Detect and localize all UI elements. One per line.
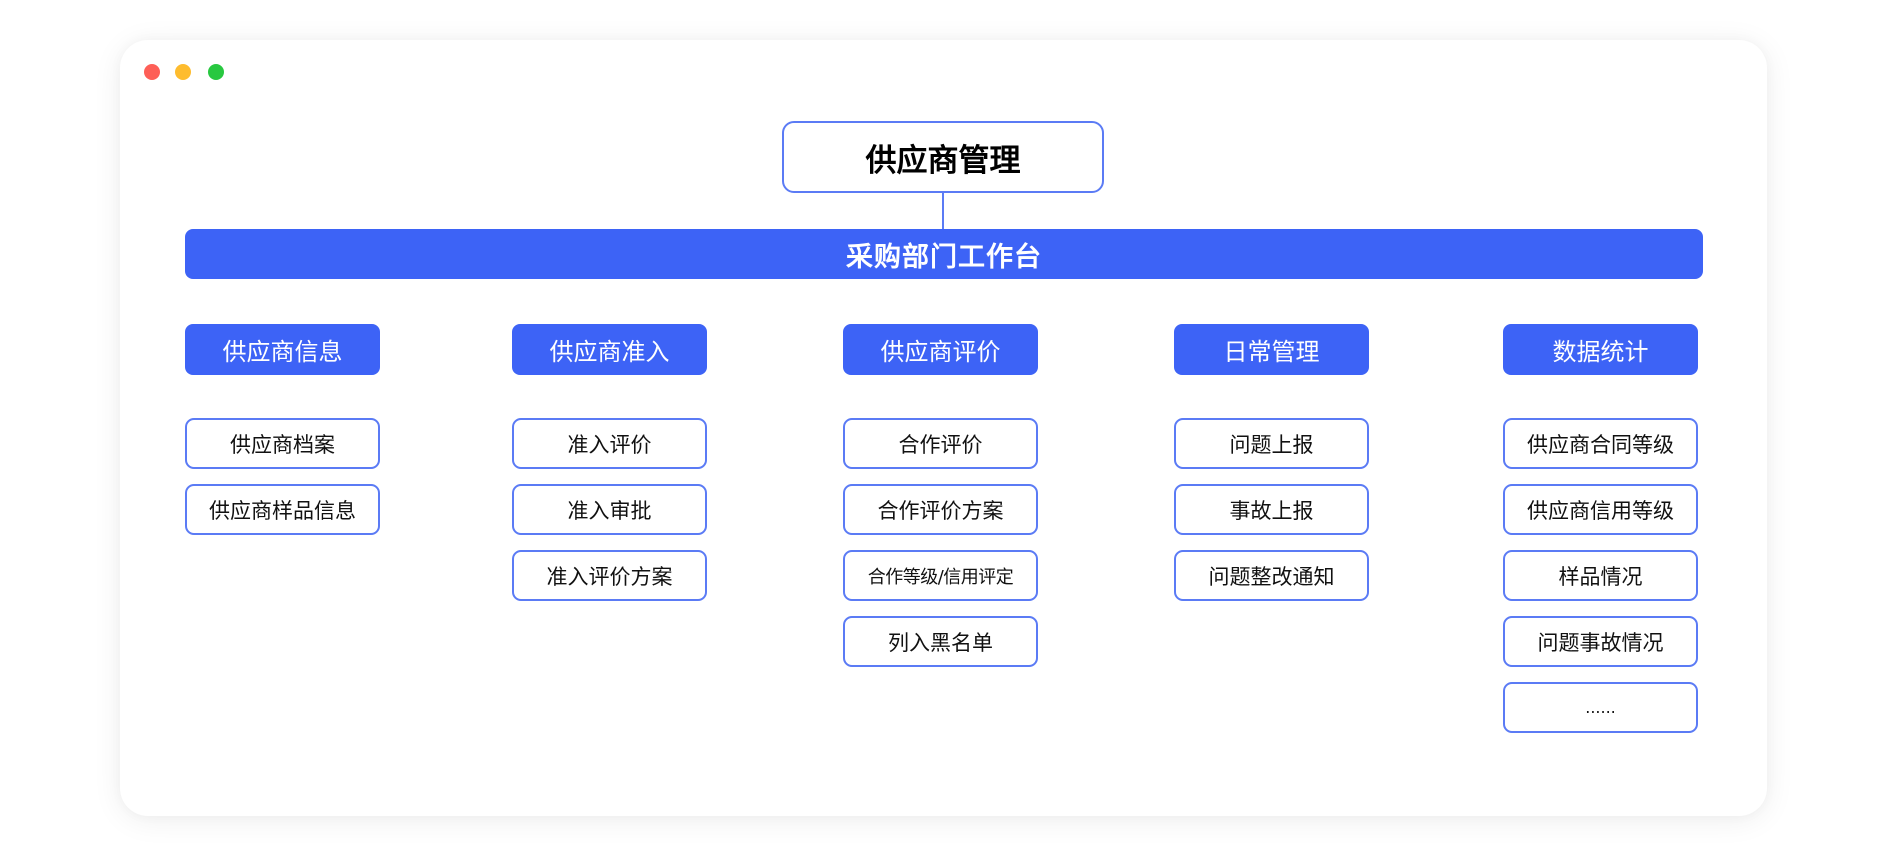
category-label: 数据统计	[1552, 338, 1649, 366]
node-label: 列入黑名单	[888, 630, 993, 655]
node-cooperation-grade-credit-rating: 合作等级/信用评定	[843, 550, 1038, 601]
node-issue-accident-status: 问题事故情况	[1503, 616, 1698, 667]
node-cooperation-evaluation-plan: 合作评价方案	[843, 484, 1038, 535]
node-admission-evaluation: 准入评价	[512, 418, 707, 469]
node-label: 准入评价	[567, 432, 652, 457]
node-label: 问题整改通知	[1208, 564, 1335, 589]
node-label: 样品情况	[1558, 564, 1643, 589]
node-supplier-sample-info: 供应商样品信息	[185, 484, 380, 535]
node-label: 合作评价	[898, 432, 983, 457]
category-label: 供应商评价	[880, 338, 1001, 366]
node-blacklist: 列入黑名单	[843, 616, 1038, 667]
node-label: 准入审批	[567, 498, 652, 523]
node-supplier-credit-grade: 供应商信用等级	[1503, 484, 1698, 535]
category-daily-management: 日常管理	[1174, 324, 1369, 375]
node-label: 准入评价方案	[546, 564, 673, 589]
node-admission-evaluation-plan: 准入评价方案	[512, 550, 707, 601]
node-label: 问题上报	[1229, 432, 1314, 457]
column-supplier-info: 供应商信息 供应商档案 供应商样品信息	[185, 324, 380, 535]
category-label: 日常管理	[1223, 338, 1320, 366]
column-supplier-admission: 供应商准入 准入评价 准入审批 准入评价方案	[512, 324, 707, 601]
node-label: 事故上报	[1229, 498, 1314, 523]
node-rectification-notice: 问题整改通知	[1174, 550, 1369, 601]
category-data-statistics: 数据统计	[1503, 324, 1698, 375]
node-label: ......	[1585, 698, 1616, 717]
node-cooperation-evaluation: 合作评价	[843, 418, 1038, 469]
node-label: 供应商档案	[230, 432, 335, 457]
node-admission-approval: 准入审批	[512, 484, 707, 535]
node-label: 供应商样品信息	[209, 498, 356, 523]
maximize-window-icon[interactable]	[208, 64, 224, 80]
column-supplier-evaluation: 供应商评价 合作评价 合作评价方案 合作等级/信用评定 列入黑名单	[843, 324, 1038, 667]
node-label: 合作等级/信用评定	[867, 566, 1014, 588]
node-sample-status: 样品情况	[1503, 550, 1698, 601]
column-daily-management: 日常管理 问题上报 事故上报 问题整改通知	[1174, 324, 1369, 601]
minimize-window-icon[interactable]	[175, 64, 191, 80]
node-more-ellipsis: ......	[1503, 682, 1698, 733]
node-supplier-contract-grade: 供应商合同等级	[1503, 418, 1698, 469]
category-supplier-info: 供应商信息	[185, 324, 380, 375]
column-data-statistics: 数据统计 供应商合同等级 供应商信用等级 样品情况 问题事故情况 ......	[1503, 324, 1698, 733]
category-label: 供应商准入	[549, 338, 670, 366]
node-accident-report: 事故上报	[1174, 484, 1369, 535]
category-supplier-admission: 供应商准入	[512, 324, 707, 375]
root-node-label: 供应商管理	[865, 142, 1021, 179]
node-label: 供应商合同等级	[1527, 432, 1674, 457]
procurement-workbench-bar: 采购部门工作台	[185, 229, 1703, 279]
root-node-supplier-management: 供应商管理	[782, 121, 1104, 193]
root-connector-line	[942, 193, 944, 229]
category-label: 供应商信息	[222, 338, 343, 366]
close-window-icon[interactable]	[144, 64, 160, 80]
workbench-label: 采购部门工作台	[846, 241, 1042, 273]
category-supplier-evaluation: 供应商评价	[843, 324, 1038, 375]
node-label: 问题事故情况	[1537, 630, 1664, 655]
node-supplier-archive: 供应商档案	[185, 418, 380, 469]
node-label: 供应商信用等级	[1527, 498, 1674, 523]
node-issue-report: 问题上报	[1174, 418, 1369, 469]
node-label: 合作评价方案	[877, 498, 1004, 523]
